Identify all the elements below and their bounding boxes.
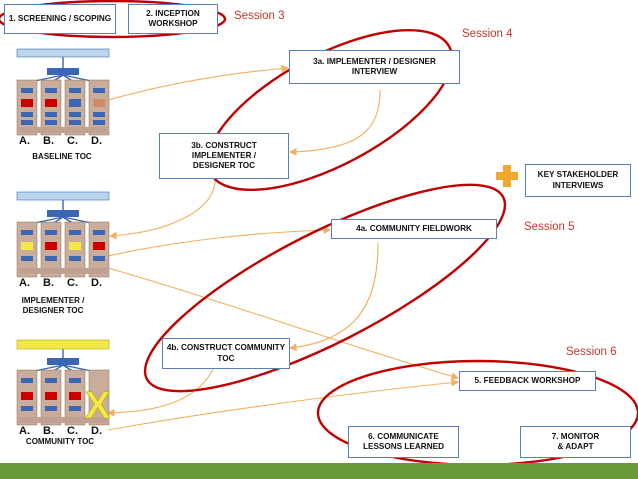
plus-icon: [496, 165, 518, 187]
baseline-letter-b: B.: [43, 135, 54, 147]
implementer-letter-b: B.: [43, 277, 54, 289]
baseline-letter-a: A.: [19, 135, 30, 147]
construct-implementer-box: 3b. CONSTRUCT IMPLEMENTER / DESIGNER TOC: [159, 133, 289, 179]
ground-bar: [0, 463, 638, 479]
baseline-toc-label: BASELINE TOC: [32, 152, 92, 161]
toc-column-letters: A. B. C. D. A. B. C. D. A. B. C. D.: [19, 135, 102, 437]
inception-box: 2. INCEPTION WORKSHOP: [128, 4, 218, 34]
community-fieldwork-box: 4a. COMMUNITY FIELDWORK: [331, 219, 497, 239]
feedback-workshop-box: 5. FEEDBACK WORKSHOP: [459, 371, 596, 391]
implementer-letter-d: D.: [91, 277, 102, 289]
arrow-3a-to-3b: [288, 89, 381, 156]
baseline-toc-diagram: [16, 48, 110, 136]
community-letter-d: D.: [91, 425, 102, 437]
community-letter-c: C.: [67, 425, 78, 437]
baseline-letter-c: C.: [67, 135, 78, 147]
implementer-interview-box: 3a. IMPLEMENTER / DESIGNER INTERVIEW: [289, 50, 460, 84]
arrow-community-to-feedback: [107, 378, 460, 431]
session-6-label: Session 6: [566, 346, 617, 358]
baseline-letter-d: D.: [91, 135, 102, 147]
community-letter-a: A.: [19, 425, 30, 437]
implementer-toc-label: IMPLEMENTER / DESIGNER TOC: [21, 296, 85, 316]
community-letter-b: B.: [43, 425, 54, 437]
community-toc-label: COMMUNITY TOC: [25, 437, 95, 446]
monitor-box: 7. MONITOR & ADAPT: [520, 426, 631, 458]
arrow-baseline-to-3a: [107, 64, 290, 101]
community-toc-diagram: [16, 339, 110, 426]
arrow-4a-to-4b: [288, 242, 379, 352]
screening-box: 1. SCREENING / SCOPING: [4, 4, 116, 34]
community-cross-mark: X: [85, 385, 111, 427]
implementer-letter-c: C.: [67, 277, 78, 289]
arrow-implementer-to-4a: [107, 226, 332, 257]
session-5-label: Session 5: [524, 221, 575, 233]
arrow-3b-to-implementer: [108, 179, 216, 240]
communicate-box: 6. COMMUNICATE LESSONS LEARNED: [348, 426, 459, 458]
implementer-toc-diagram: [16, 191, 110, 278]
ellipse-session-3: [0, 0, 227, 39]
arrow-4b-to-community: [106, 364, 216, 417]
session-3-label: Session 3: [234, 10, 285, 22]
key-stakeholder-box: KEY STAKEHOLDER INTERVIEWS: [525, 164, 631, 197]
ellipse-session-5: [143, 183, 507, 393]
session-4-label: Session 4: [462, 28, 513, 40]
construct-community-box: 4b. CONSTRUCT COMMUNITY TOC: [162, 338, 290, 369]
implementer-letter-a: A.: [19, 277, 30, 289]
connector-lines: [106, 64, 460, 431]
